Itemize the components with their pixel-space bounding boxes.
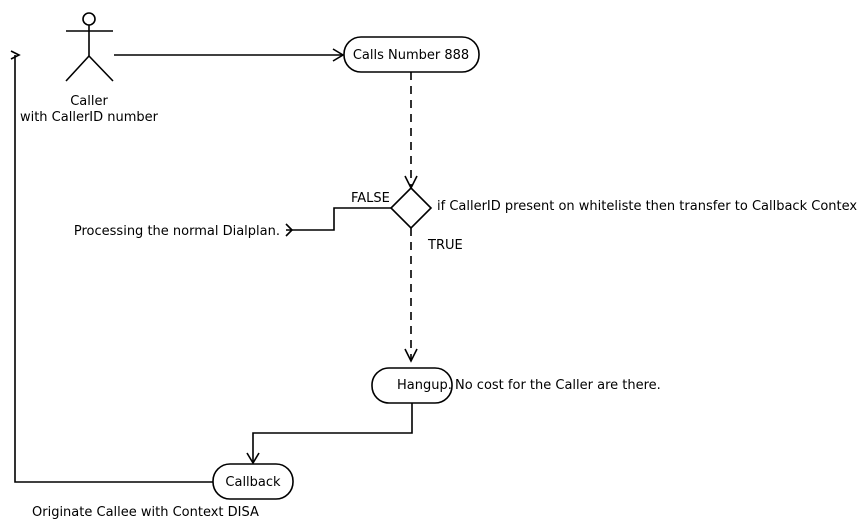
hangup-label: Hangup. bbox=[397, 378, 452, 393]
true-label: TRUE bbox=[427, 238, 463, 253]
actor-name: Caller bbox=[70, 94, 108, 109]
callback-label: Callback bbox=[225, 475, 281, 490]
actor-subtitle: with CallerID number bbox=[20, 110, 159, 125]
callback-node: Callback bbox=[212, 463, 294, 500]
decision-diamond bbox=[389, 186, 433, 230]
caller-actor-icon bbox=[65, 12, 114, 82]
edge-false-branch bbox=[285, 207, 391, 237]
originate-note: Originate Callee with Context DISA bbox=[32, 505, 259, 520]
edge-actor-to-calls bbox=[114, 48, 345, 62]
false-label: FALSE bbox=[351, 191, 390, 206]
calls-number-node: Calls Number 888 bbox=[343, 36, 480, 73]
edge-true-branch bbox=[404, 228, 418, 363]
edge-callback-loop bbox=[10, 50, 213, 483]
hangup-note: No cost for the Caller are there. bbox=[455, 378, 661, 393]
calls-number-label: Calls Number 888 bbox=[353, 48, 469, 63]
normal-dialplan-note: Processing the normal Dialplan. bbox=[74, 224, 280, 239]
decision-condition: if CallerID present on whiteliste then t… bbox=[437, 199, 857, 214]
hangup-node: Hangup. bbox=[371, 367, 453, 404]
edge-hangup-to-callback bbox=[246, 403, 413, 465]
edge-calls-to-decision bbox=[404, 72, 418, 190]
